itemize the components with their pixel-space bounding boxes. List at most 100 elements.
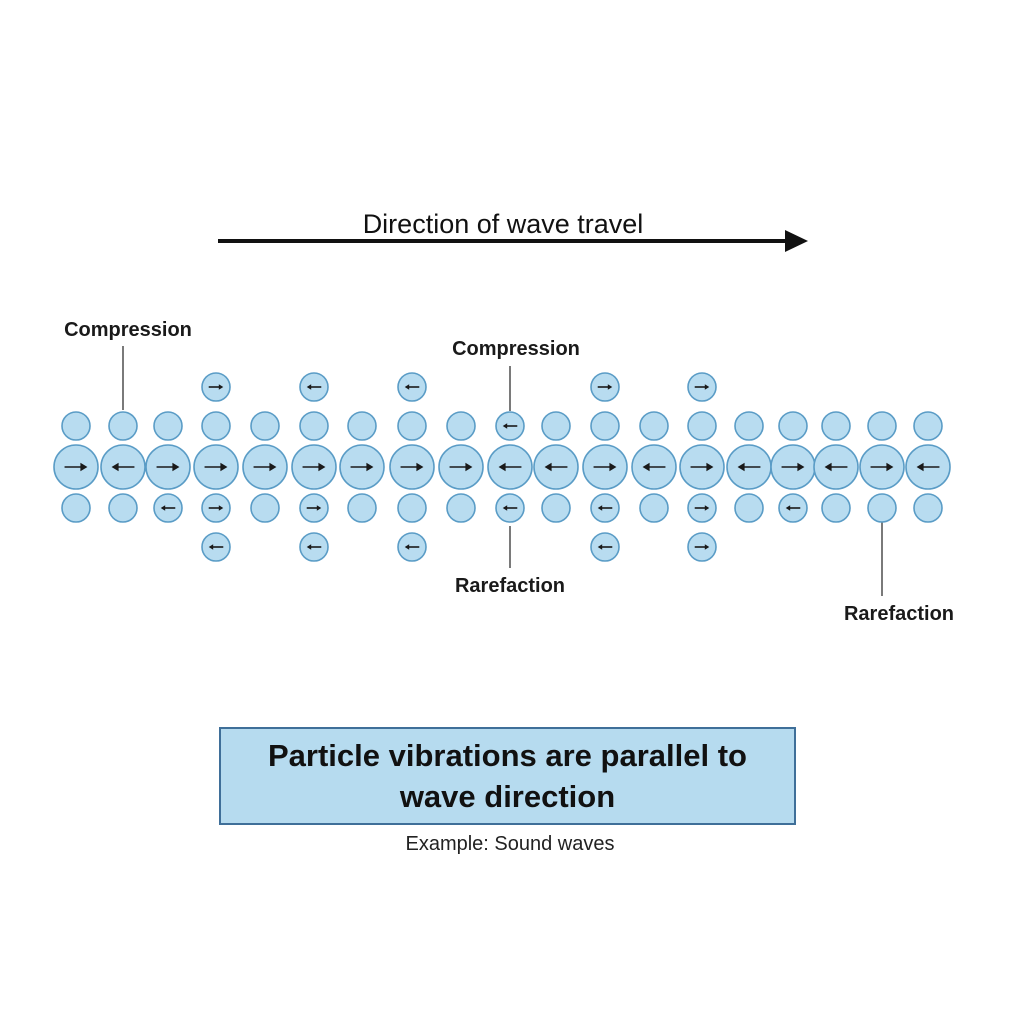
particle-lower-19 xyxy=(913,493,943,523)
particle-lower-18-circle xyxy=(867,493,897,523)
particle-lower-7 xyxy=(347,493,377,523)
compression-label-center: Compression xyxy=(452,338,580,360)
particle-lower-1-circle xyxy=(61,493,91,523)
particle-main-17-arrow-head xyxy=(824,462,832,472)
compression-label-left: Compression xyxy=(64,319,192,341)
particle-main-10 xyxy=(487,444,533,490)
particle-main-1-arrow-head xyxy=(80,462,88,472)
particle-lower-14-arrow-head xyxy=(704,505,710,511)
particle-upper-18-circle xyxy=(867,411,897,441)
particle-top-extra-3-arrow-head xyxy=(404,384,410,390)
particle-upper-10 xyxy=(495,411,525,441)
particle-bottom-extra-5 xyxy=(687,532,717,562)
particle-upper-9 xyxy=(446,411,476,441)
particle-bottom-extra-3-arrow-head xyxy=(404,544,410,550)
particle-lower-4-arrow-head xyxy=(218,505,224,511)
particle-upper-6 xyxy=(299,411,329,441)
particle-bottom-extra-4 xyxy=(590,532,620,562)
particle-top-extra-5-arrow-head xyxy=(704,384,710,390)
particle-main-4 xyxy=(193,444,239,490)
particle-upper-12-circle xyxy=(590,411,620,441)
particle-main-7-arrow-head xyxy=(366,462,374,472)
particle-top-extra-1 xyxy=(201,372,231,402)
particle-main-18-arrow-head xyxy=(886,462,894,472)
particle-lower-18 xyxy=(867,493,897,523)
particle-main-19 xyxy=(905,444,951,490)
particle-lower-16 xyxy=(778,493,808,523)
particle-upper-5 xyxy=(250,411,280,441)
particle-main-15 xyxy=(726,444,772,490)
particle-main-15-arrow-head xyxy=(737,462,745,472)
particle-upper-7 xyxy=(347,411,377,441)
particle-lower-19-circle xyxy=(913,493,943,523)
particle-lower-8-circle xyxy=(397,493,427,523)
particle-main-17 xyxy=(813,444,859,490)
rarefaction-label-right: Rarefaction xyxy=(844,603,954,625)
particle-lower-16-arrow-head xyxy=(785,505,791,511)
particle-upper-10-arrow-head xyxy=(502,423,508,429)
particle-main-5-arrow-head xyxy=(269,462,277,472)
particle-upper-14 xyxy=(687,411,717,441)
particle-top-extra-1-arrow-head xyxy=(218,384,224,390)
particle-upper-15-circle xyxy=(734,411,764,441)
particle-main-12-arrow-head xyxy=(609,462,617,472)
particle-lower-12 xyxy=(590,493,620,523)
particle-main-7 xyxy=(339,444,385,490)
particle-lower-14 xyxy=(687,493,717,523)
particle-lower-11-circle xyxy=(541,493,571,523)
particle-main-12 xyxy=(582,444,628,490)
particle-main-16-arrow-head xyxy=(797,462,805,472)
summary-text: Particle vibrations are parallel to wave… xyxy=(268,738,747,814)
particle-upper-9-circle xyxy=(446,411,476,441)
particle-lower-2 xyxy=(108,493,138,523)
particle-upper-11 xyxy=(541,411,571,441)
particle-main-1 xyxy=(53,444,99,490)
particle-main-5 xyxy=(242,444,288,490)
particle-lower-3-arrow-head xyxy=(160,505,166,511)
particle-top-extra-4 xyxy=(590,372,620,402)
particle-lower-6 xyxy=(299,493,329,523)
particle-upper-7-circle xyxy=(347,411,377,441)
particle-lower-11 xyxy=(541,493,571,523)
page-title: Direction of wave travel xyxy=(363,209,644,239)
particle-main-3-arrow-head xyxy=(172,462,180,472)
particle-main-3 xyxy=(145,444,191,490)
particle-main-6 xyxy=(291,444,337,490)
example-caption: Example: Sound waves xyxy=(405,833,615,855)
particle-main-18 xyxy=(859,444,905,490)
wave-direction-arrow-head xyxy=(785,230,808,252)
particle-upper-13 xyxy=(639,411,669,441)
particle-main-14 xyxy=(679,444,725,490)
particle-main-14-arrow-head xyxy=(706,462,714,472)
particle-lower-9-circle xyxy=(446,493,476,523)
particle-lower-5-circle xyxy=(250,493,280,523)
particle-upper-4 xyxy=(201,411,231,441)
particle-main-13 xyxy=(631,444,677,490)
particle-main-2 xyxy=(100,444,146,490)
particle-lower-10-arrow-head xyxy=(502,505,508,511)
particle-top-extra-2 xyxy=(299,372,329,402)
particle-main-11 xyxy=(533,444,579,490)
particle-lower-13 xyxy=(639,493,669,523)
particle-main-16 xyxy=(770,444,816,490)
particle-lower-6-arrow-head xyxy=(316,505,322,511)
particle-lower-15-circle xyxy=(734,493,764,523)
particle-upper-2 xyxy=(108,411,138,441)
particle-lower-15 xyxy=(734,493,764,523)
particle-bottom-extra-2 xyxy=(299,532,329,562)
particle-lower-12-arrow-head xyxy=(597,505,603,511)
particle-lower-3 xyxy=(153,493,183,523)
particle-main-6-arrow-head xyxy=(318,462,326,472)
particle-upper-6-circle xyxy=(299,411,329,441)
particle-upper-11-circle xyxy=(541,411,571,441)
particle-upper-17-circle xyxy=(821,411,851,441)
particle-upper-19-circle xyxy=(913,411,943,441)
particle-lower-7-circle xyxy=(347,493,377,523)
particle-upper-8 xyxy=(397,411,427,441)
particle-upper-16 xyxy=(778,411,808,441)
particle-lower-9 xyxy=(446,493,476,523)
particle-lower-2-circle xyxy=(108,493,138,523)
particle-upper-16-circle xyxy=(778,411,808,441)
particle-upper-2-circle xyxy=(108,411,138,441)
